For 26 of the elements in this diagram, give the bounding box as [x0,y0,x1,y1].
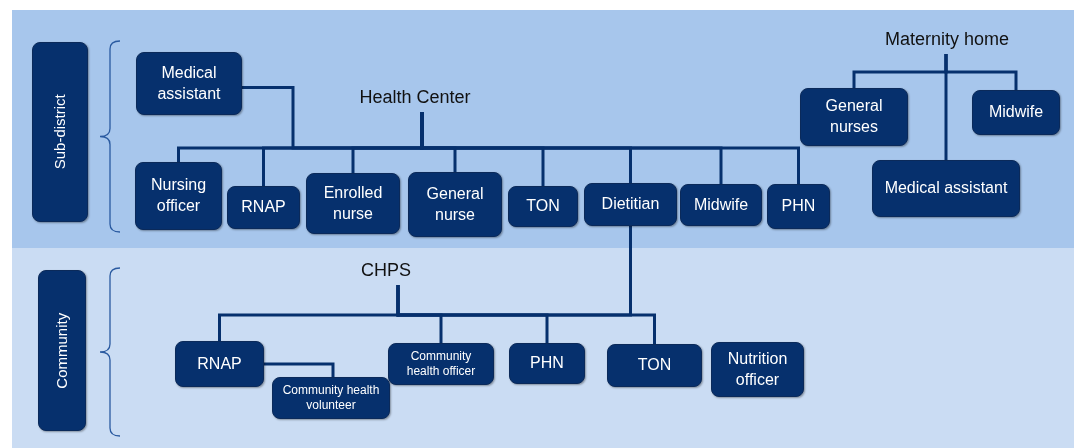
role-box: Nutrition officer [711,342,804,397]
role-box: Community health volunteer [272,377,390,419]
level-box: Sub-district [32,42,88,222]
role-box: RNAP [175,341,264,387]
role-box: Midwife [680,184,762,226]
connector-line [944,54,948,160]
level-box: Community [38,270,86,431]
role-box: PHN [767,184,830,229]
role-box: Dietitian [584,183,677,226]
role-box: TON [508,186,578,227]
connector-line [396,285,656,344]
role-box: RNAP [227,186,300,229]
role-box: Midwife [972,90,1060,135]
role-box: General nurse [408,172,502,237]
role-box: PHN [509,343,585,384]
role-box: Nursing officer [135,162,222,230]
role-box: General nurses [800,88,908,146]
facility-label: Maternity home [862,26,1032,52]
role-box: Medical assistant [872,160,1020,217]
role-box: TON [607,344,702,387]
role-box: Medical assistant [136,52,242,115]
facility-label: Health Center [340,84,490,110]
facility-label: CHPS [356,257,416,283]
connector-line [264,362,335,377]
role-box: Community health officer [388,343,494,385]
role-box: Enrolled nurse [306,173,400,234]
